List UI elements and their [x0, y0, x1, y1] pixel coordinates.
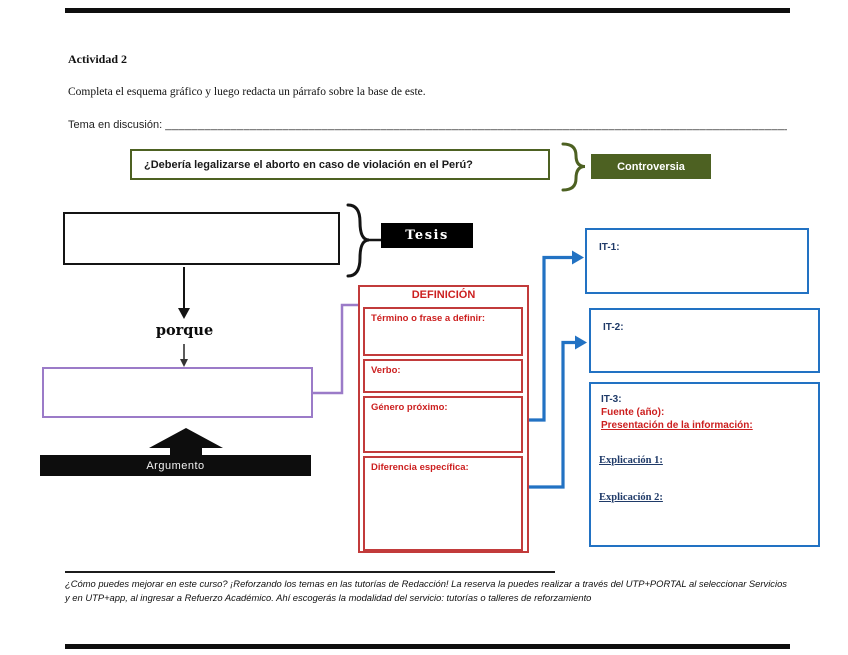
- definition-field-termino-label: Término o frase a definir:: [371, 313, 486, 324]
- it1-box[interactable]: IT-1:: [585, 228, 809, 294]
- topic-row: Tema en discusión: _____________________…: [68, 119, 787, 131]
- argumento-label: Argumento: [146, 459, 205, 472]
- purple-connector: [313, 303, 358, 395]
- it2-label: IT-2:: [603, 322, 624, 333]
- it1-label: IT-1:: [599, 242, 620, 253]
- argumento-tag: Argumento: [40, 455, 311, 476]
- blue-arrowhead-it1-icon: [572, 250, 584, 265]
- explicacion2-label: Explicación 2:: [599, 492, 663, 503]
- definition-outer-box: [358, 285, 529, 553]
- controversy-question-box: ¿Debería legalizarse el aborto en caso d…: [130, 149, 550, 180]
- blue-arrowhead-it2-icon: [575, 335, 587, 350]
- thesis-input-box[interactable]: [63, 212, 340, 265]
- definition-field-termino[interactable]: Término o frase a definir:: [363, 307, 523, 356]
- activity-title: Actividad 2: [68, 52, 128, 66]
- definition-field-genero-label: Género próximo:: [371, 402, 448, 413]
- footnote-line2: y en UTP+app, al ingresar a Refuerzo Aca…: [65, 592, 592, 603]
- footnote-separator: [65, 571, 555, 573]
- curly-brace-black: [346, 203, 370, 278]
- controversia-label: Controversia: [617, 160, 685, 173]
- activity-instruction: Completa el esquema gráfico y luego reda…: [68, 86, 426, 98]
- page-top-edge: [65, 8, 790, 13]
- definition-title: DEFINICIÓN: [411, 289, 476, 301]
- curly-brace-green: [561, 142, 586, 192]
- explicacion1-label: Explicación 1:: [599, 455, 663, 466]
- arrow-down-head-icon: [178, 308, 190, 319]
- it3-fuente-label: Fuente (año):: [601, 407, 665, 418]
- porque-connector-word: porque: [155, 322, 214, 339]
- tesis-label: Tesis: [405, 228, 449, 243]
- blue-connector-it2: [527, 340, 576, 489]
- it3-presentacion-label: Presentación de la información:: [601, 420, 753, 431]
- controversia-tag: Controversia: [591, 154, 711, 179]
- definition-field-genero[interactable]: Género próximo:: [363, 396, 523, 453]
- blue-connector-it1: [527, 255, 574, 422]
- topic-label: Tema en discusión:: [68, 119, 163, 131]
- definition-field-verbo[interactable]: Verbo:: [363, 359, 523, 393]
- definition-field-diferencia-label: Diferencia específica:: [371, 462, 469, 473]
- argument-input-box[interactable]: [42, 367, 313, 418]
- it3-box[interactable]: IT-3: Fuente (año): Presentación de la i…: [589, 382, 820, 547]
- tesis-tag: Tesis: [381, 223, 473, 248]
- footnote-line1: ¿Cómo puedes mejorar en este curso? ¡Ref…: [65, 578, 787, 589]
- definition-field-verbo-label: Verbo:: [371, 365, 401, 376]
- it3-label: IT-3:: [601, 394, 622, 405]
- small-arrow-head-icon: [180, 359, 188, 367]
- page-bottom-edge: [65, 644, 790, 649]
- controversy-question: ¿Debería legalizarse el aborto en caso d…: [144, 158, 473, 171]
- it2-box[interactable]: IT-2:: [589, 308, 820, 373]
- definition-field-diferencia[interactable]: Diferencia específica:: [363, 456, 523, 551]
- topic-blank-line: ________________________________________…: [165, 119, 788, 131]
